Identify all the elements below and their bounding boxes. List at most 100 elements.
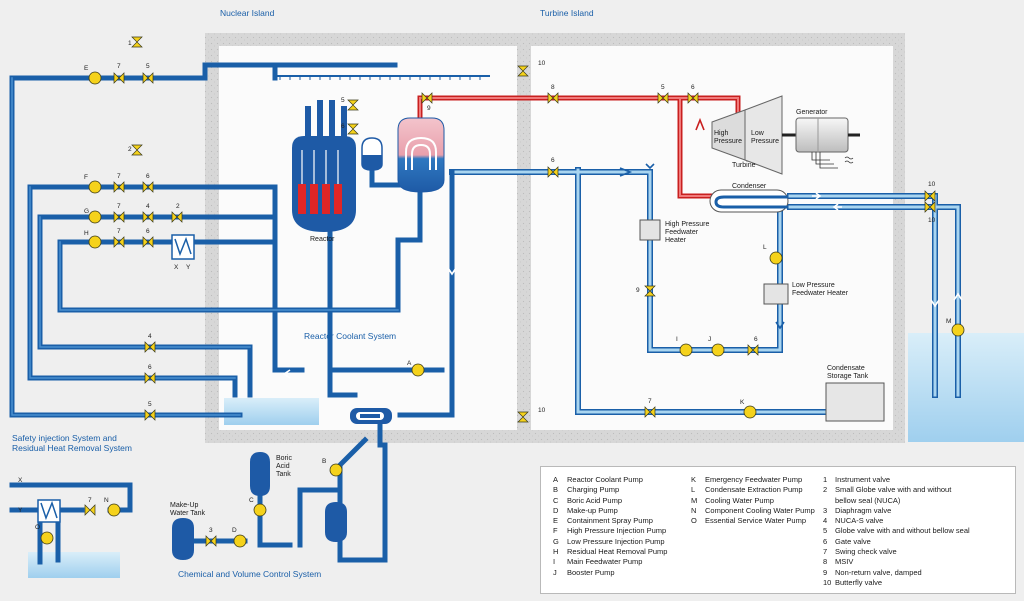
letter-l: L [763, 244, 767, 251]
low-pressure-label: Low Pressure [751, 130, 780, 145]
valve-6-return [144, 372, 156, 384]
num-2-g: 2 [176, 203, 180, 210]
num-6-feedwater: 6 [754, 336, 758, 343]
num-7-f: 7 [117, 173, 121, 180]
letter-d: D [232, 527, 237, 534]
valve-10-bottom [517, 411, 529, 423]
valve-5-pzr [347, 99, 359, 111]
letter-f: F [84, 174, 88, 181]
generator-label: Generator [796, 109, 828, 116]
letter-i: I [676, 336, 678, 343]
valve-9-feed [644, 285, 656, 297]
num-2-f: 2 [128, 146, 132, 153]
reactor-coolant-pump [350, 408, 392, 424]
rhr-heat-exchanger [171, 234, 195, 260]
pump-e [88, 71, 102, 85]
pumps [40, 71, 965, 548]
valve-5-e [142, 72, 154, 84]
num-3: 3 [209, 527, 213, 534]
pump-o [40, 531, 54, 545]
valve-6-feed [547, 166, 559, 178]
valve-2-f [131, 144, 143, 156]
boric-acid-tank [250, 452, 270, 496]
pump-a [411, 363, 425, 377]
letter-x-ccw: X [18, 477, 23, 484]
containment-interior [219, 46, 517, 430]
valve-5-steam [657, 92, 669, 104]
valve-6-f [142, 181, 154, 193]
turbine-island-label: Turbine Island [540, 8, 594, 18]
letter-m: M [946, 318, 952, 325]
lp-feedwater-heater [763, 283, 789, 305]
pump-j [711, 343, 725, 357]
valve-7-e [113, 72, 125, 84]
valve-6-pzr [347, 123, 359, 135]
num-5-e: 5 [146, 63, 150, 70]
turbine-hall-interior [531, 46, 893, 430]
chemical-volume-label: Chemical and Volume Control System [178, 569, 322, 579]
num-7-g: 7 [117, 203, 121, 210]
num-7-h: 7 [117, 228, 121, 235]
letter-o: O [35, 524, 41, 531]
valve-10-cw-1 [924, 190, 936, 202]
legend-row: bellow seal (NUCA) [835, 495, 901, 505]
steam-generator [397, 117, 445, 193]
letter-e: E [84, 65, 89, 72]
containment-spray-header [275, 75, 490, 80]
pump-l [769, 251, 783, 265]
sump-water [224, 398, 319, 425]
valve-9-steam [421, 92, 433, 104]
pump-g [88, 210, 102, 224]
valve-10-cw-2 [924, 201, 936, 213]
pump-d [233, 534, 247, 548]
valve-6-steam [687, 92, 699, 104]
pump-i [679, 343, 693, 357]
turbine-unit [711, 95, 860, 175]
condenser [709, 189, 789, 213]
num-9-feed: 9 [636, 287, 640, 294]
hp-heater-label: High Pressure Feedwater Heater [665, 221, 710, 244]
valve-7-emergency [644, 406, 656, 418]
valve-10-top [517, 65, 529, 77]
num-6-steam: 6 [691, 84, 695, 91]
pump-k [743, 405, 757, 419]
letter-y-ccw: Y [18, 507, 23, 514]
pump-c [253, 503, 267, 517]
valve-4-return [144, 341, 156, 353]
letter-a: A [407, 360, 412, 367]
condensate-storage-tank [825, 382, 885, 422]
letter-y-rhr: Y [186, 264, 191, 271]
letter-j: J [708, 336, 712, 343]
num-9-steam: 9 [427, 105, 431, 112]
pump-h [88, 235, 102, 249]
num-10-bottom: 10 [538, 407, 546, 414]
num-8: 8 [551, 84, 555, 91]
num-10-top: 10 [538, 60, 546, 67]
num-5-pzr: 5 [341, 97, 345, 104]
num-5-steam: 5 [661, 84, 665, 91]
reactor-vessel [292, 100, 356, 232]
valve-6-feedwater [747, 344, 759, 356]
condensate-storage-label: Condensate Storage Tank [827, 365, 869, 380]
num-10-cw-2: 10 [928, 217, 936, 224]
lp-heater-label: Low Pressure Feedwater Heater [792, 282, 849, 297]
esw-water [28, 552, 120, 578]
flow-arrows [282, 117, 963, 379]
